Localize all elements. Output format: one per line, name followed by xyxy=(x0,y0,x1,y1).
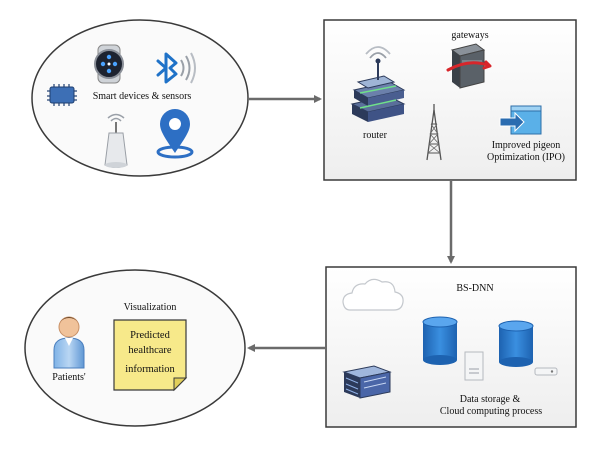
ipo-label-line2: Optimization (IPO) xyxy=(486,152,566,163)
gateway-server-icon xyxy=(446,43,492,89)
note-line-3: information xyxy=(125,364,175,375)
database-icon-1 xyxy=(422,316,458,365)
sticky-note xyxy=(113,319,188,392)
note-line-2: healthcare xyxy=(128,345,172,356)
note-line-1: Predicted xyxy=(130,330,170,341)
ipo-label-line1: Improved pigeon xyxy=(491,140,561,151)
sensors-label: Smart devices & sensors xyxy=(92,91,192,102)
smartwatch-icon xyxy=(94,44,124,84)
database-icon-2 xyxy=(498,320,534,367)
model-label: BS-DNN xyxy=(456,283,494,294)
bluetooth-icon xyxy=(156,52,196,84)
storage-label-line2: Cloud computing process xyxy=(439,406,543,417)
storage-drive-icon xyxy=(534,367,558,376)
cell-tower-icon xyxy=(426,104,442,161)
storage-label-line1: Data storage & xyxy=(459,394,521,405)
server-tower-icon xyxy=(464,351,484,381)
visualization-label: Visualization xyxy=(123,302,177,313)
cloud-icon xyxy=(342,278,404,311)
gateways-label: gateways xyxy=(451,30,489,41)
router-icon xyxy=(350,46,406,122)
location-pin-icon xyxy=(156,109,194,159)
patient-icon xyxy=(53,316,85,369)
beacon-antenna-icon xyxy=(104,113,128,168)
router-label: router xyxy=(363,130,387,141)
chip-icon xyxy=(47,84,77,106)
cloud-server-icon xyxy=(342,365,392,399)
ipo-optimization-icon xyxy=(499,105,542,135)
patients-label: Patients' xyxy=(52,372,86,383)
